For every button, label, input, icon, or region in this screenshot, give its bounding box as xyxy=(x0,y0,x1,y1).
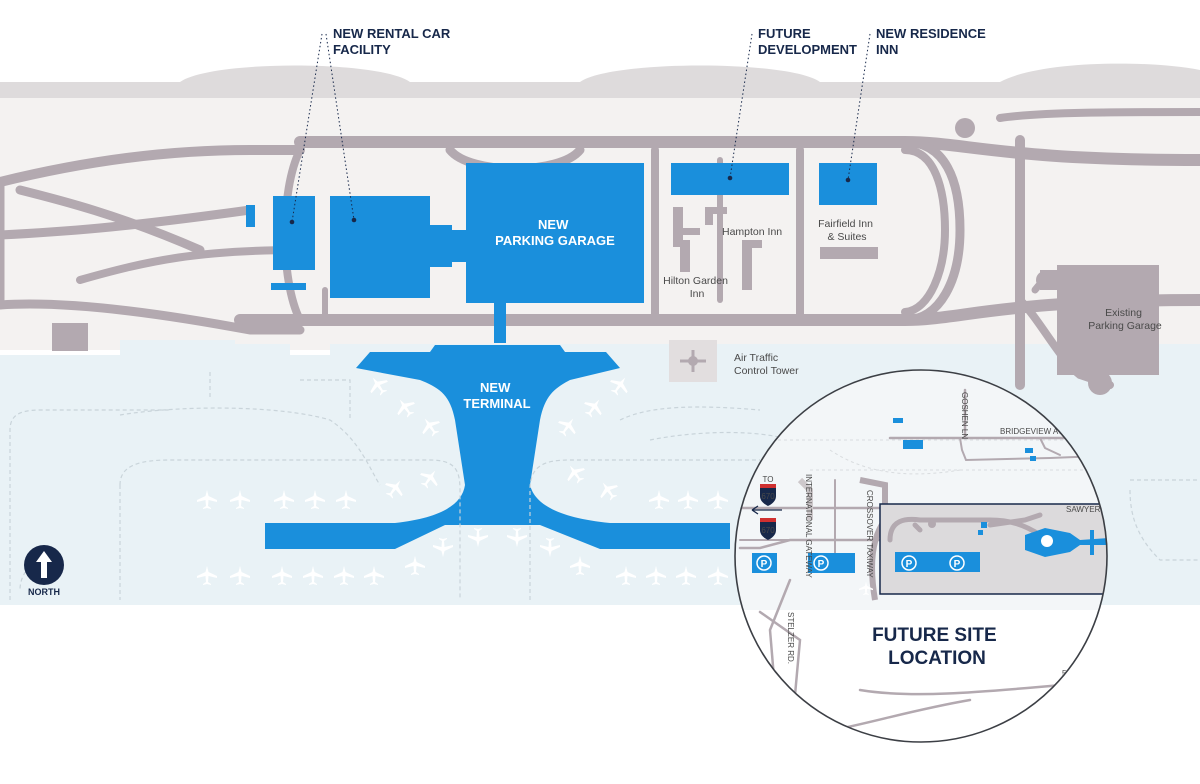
svg-text:670: 670 xyxy=(761,526,775,535)
svg-text:NORTH: NORTH xyxy=(28,587,60,597)
new-buildings xyxy=(246,163,877,549)
future-site-title: FUTURE SITE LOCATION xyxy=(872,625,1002,669)
label-bridgeview-ave: BRIDGEVIEW AVE. xyxy=(1000,427,1071,436)
parking-icons: P P P P xyxy=(756,555,965,571)
future-terminal-building xyxy=(895,552,980,572)
rental-car-building-b xyxy=(330,196,430,298)
svg-text:P: P xyxy=(761,559,768,570)
label-hilton-garden-inn: Hilton Garden Inn xyxy=(663,275,731,300)
callout-leaders xyxy=(291,33,871,223)
label-fairfield-inn: Fairfield Inn & Suites xyxy=(818,218,876,243)
callout-future-development: FUTURE DEVELOPMENT xyxy=(758,26,857,57)
label-hampton-inn: Hampton Inn xyxy=(722,226,782,238)
callout-rental-car: NEW RENTAL CAR FACILITY xyxy=(333,26,454,57)
svg-text:TO: TO xyxy=(763,475,774,484)
callout-residence-inn: NEW RESIDENCE INN xyxy=(876,26,989,57)
new-terminal xyxy=(265,345,730,549)
runway-band xyxy=(0,63,1200,98)
rental-car-building-a xyxy=(273,196,315,270)
north-arrow: NORTH xyxy=(24,545,64,597)
label-new-parking-garage: NEW PARKING GARAGE xyxy=(495,217,615,248)
label-stelzer-rd: STELZER RD. xyxy=(786,612,795,664)
north-arrow-icon xyxy=(36,551,52,578)
label-crossover-taxiway: CROSSOVER TAXIWAY xyxy=(865,490,874,578)
hotel-buildings xyxy=(673,207,878,290)
label-air-traffic-control-tower: Air Traffic Control Tower xyxy=(734,352,799,377)
new-residence-inn-block xyxy=(819,163,877,205)
svg-text:P: P xyxy=(818,559,825,570)
existing-parking-garage xyxy=(1057,265,1159,375)
label-international-gateway: INTERNATIONAL GATEWAY xyxy=(804,474,813,579)
new-parking-garage xyxy=(466,163,644,303)
rental-car-small-a xyxy=(246,205,255,227)
interstate-670-shields: 670 670 TO xyxy=(751,475,782,540)
svg-text:P: P xyxy=(906,559,913,570)
svg-text:670: 670 xyxy=(761,492,775,501)
label-sawyer-rd: SAWYER RD. xyxy=(1066,505,1116,514)
svg-text:P: P xyxy=(954,559,961,570)
label-new-terminal: NEW TERMINAL xyxy=(463,380,530,411)
label-existing-parking-garage: Existing Parking Garage xyxy=(1088,307,1162,332)
label-goshen-ln: GOSHEN LN xyxy=(960,392,969,439)
